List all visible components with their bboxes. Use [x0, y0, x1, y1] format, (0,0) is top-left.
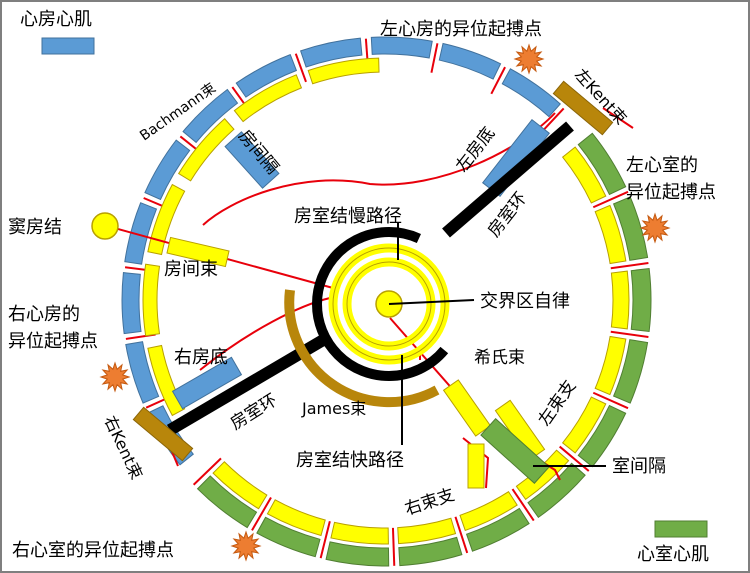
- atrial-muscle-segment: [300, 37, 363, 68]
- ventricular-septum-label: 室间隔: [612, 456, 666, 477]
- right-ventricular-ectopic-label: 右心室的异位起搏点: [12, 540, 174, 561]
- ventricular-link: [454, 516, 469, 554]
- his-bundle-block: [442, 379, 492, 437]
- pointer-lines: [388, 222, 606, 467]
- ventricular-muscle-segment: [196, 475, 258, 529]
- ventricular-link: [610, 330, 649, 339]
- atrial-link: [542, 107, 565, 132]
- av-node-outer-black-ring: [312, 227, 466, 381]
- left-ventricular-ectopic-line2: 异位起搏点: [626, 182, 716, 203]
- ventricular-muscle-segment: [612, 196, 649, 261]
- right-atrial-ectopic-line1: 右心房的: [8, 304, 80, 325]
- left-atrial-ectopic-label: 左心房的异位起搏点: [380, 19, 542, 40]
- left-bundle-branch-label: 左束支: [535, 377, 581, 430]
- atrial-conduction-segment: [233, 74, 303, 123]
- atrial-muscle-segment: [121, 272, 142, 335]
- atrial-muscle-segment: [144, 139, 191, 201]
- ventricular-link: [319, 520, 331, 559]
- his-bundle-label: 希氏束: [474, 348, 525, 368]
- ectopic-stars: [99, 43, 671, 562]
- left-kent-link: [602, 107, 634, 129]
- ventricular-link: [251, 496, 272, 531]
- atrial-muscle-segment: [370, 36, 433, 59]
- right-atrial-ectopic-line2: 异位起搏点: [8, 331, 98, 352]
- atrial-conduction-segment: [177, 118, 235, 182]
- left-ventricular-ectopic-star: [639, 212, 671, 244]
- right-ventricular-ectopic-star: [230, 530, 262, 562]
- junction-automaticity-label: 交界区自律: [480, 291, 570, 312]
- atrial-conduction-segment: [142, 263, 161, 337]
- ventricular-muscle-segment: [577, 404, 627, 468]
- atrial-muscle-segment: [501, 68, 562, 118]
- ventricular-conduction-segment: [212, 461, 268, 510]
- ventricular-muscle-segment: [398, 536, 463, 567]
- ventricular-muscle-segment: [527, 462, 586, 519]
- right-atrial-floor-label: 右房底: [174, 347, 228, 368]
- right-bundle-branch-label: 右束支: [402, 485, 457, 520]
- left-ventricular-ectopic-line1: 左心室的: [626, 155, 698, 176]
- ventricular-conduction-segment: [594, 204, 627, 265]
- james-label: James束: [301, 399, 366, 418]
- ventricular-link: [391, 527, 396, 566]
- ventricular-conduction-segment: [561, 396, 607, 454]
- right-atrial-ectopic-star: [99, 361, 131, 393]
- ventricular-conduction-segment: [330, 521, 389, 545]
- ventricular-conduction-segment: [266, 499, 326, 537]
- atrial-muscle-segment: [438, 42, 502, 80]
- ventricular-link: [192, 457, 222, 486]
- ventricular-conduction-segment: [610, 270, 630, 330]
- fast-pathway-ring-edge: [346, 261, 432, 347]
- ventricular-conduction-segment: [594, 335, 627, 396]
- ventricular-muscle-segment: [325, 541, 390, 567]
- sinus-node-label: 窦房结: [8, 217, 62, 238]
- ventricular-link: [592, 391, 629, 410]
- ventricular-muscle-segment: [577, 132, 627, 196]
- atrial-conduction-segment: [147, 183, 186, 256]
- ring-layer: [121, 36, 652, 567]
- left-atrial-floor-label: 左房底: [452, 124, 499, 177]
- ventricular-link: [592, 190, 629, 209]
- atrial-muscle-segment: [125, 341, 160, 404]
- interatrial-tract-label: 房间束: [164, 259, 218, 280]
- atrial-legend-label: 心房心肌: [20, 9, 92, 30]
- left-kent-bundle: [552, 80, 614, 136]
- right-kent-bundle: [132, 406, 194, 462]
- ventricular-link: [511, 488, 535, 522]
- av-ring-upper-bar: [442, 121, 574, 238]
- right-atrial-floor-block: [171, 356, 243, 410]
- ventricular-septum-block: [480, 418, 550, 484]
- atrial-legend-swatch: [41, 37, 95, 55]
- atrial-muscle-segment: [235, 54, 298, 98]
- sinus-node: [91, 212, 119, 240]
- ventricular-legend-swatch: [654, 520, 708, 538]
- ventricular-muscle-segment: [612, 339, 649, 404]
- slow-pathway-label: 房室结慢路径: [294, 206, 402, 227]
- av-to-his-link: [389, 317, 456, 393]
- ventricular-legend-label: 心室心肌: [637, 544, 709, 565]
- ventricular-conduction-segment: [397, 517, 457, 545]
- ventricular-conduction-segment: [459, 490, 518, 532]
- atrial-septum-block: [224, 131, 280, 189]
- ventricular-link: [610, 261, 649, 270]
- fast-pathway-label: 房室结快路径: [296, 450, 404, 471]
- atrial-link: [430, 43, 439, 73]
- ventricular-muscle-segment: [465, 507, 530, 552]
- slow-pathway-ring-edge: [332, 247, 446, 361]
- atrial-muscle-segment: [124, 202, 158, 265]
- atrial-conduction-segment: [307, 57, 380, 85]
- atrial-link: [294, 53, 307, 83]
- right-bundle-block: [467, 443, 485, 489]
- ventricular-muscle-segment: [256, 516, 321, 558]
- atrial-muscle-segment: [182, 88, 239, 144]
- ventricular-muscle-segment: [630, 267, 652, 333]
- atrial-link: [490, 66, 506, 95]
- james-bundle-arc: [284, 289, 440, 408]
- interatrial-tract-block: [166, 236, 230, 268]
- left-atrial-ectopic-star: [513, 43, 545, 75]
- ventricular-conduction-segment: [561, 146, 607, 204]
